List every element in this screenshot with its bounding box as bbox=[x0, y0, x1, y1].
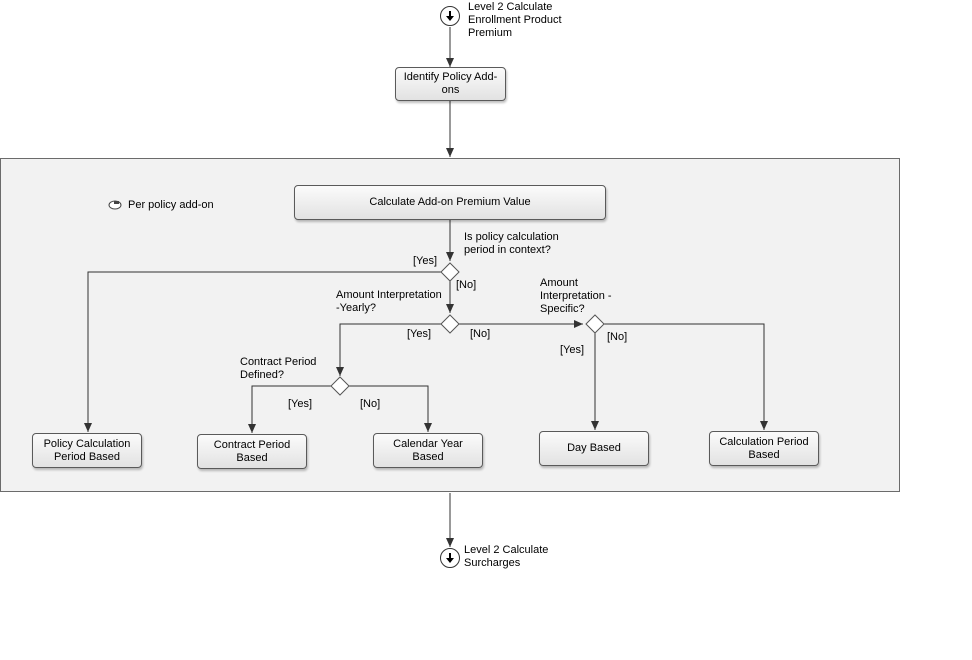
node-calendar-year[interactable]: Calendar Year Based bbox=[373, 433, 483, 468]
decision-yearly-label: Amount Interpretation -Yearly? bbox=[336, 289, 442, 314]
branch-no-yearly: [No] bbox=[470, 328, 491, 340]
end-terminal-icon bbox=[440, 548, 460, 568]
node-policy-calc-period[interactable]: Policy Calculation Period Based bbox=[32, 433, 142, 468]
end-label: Level 2 Calculate Surcharges bbox=[464, 544, 549, 569]
decision-specific bbox=[585, 314, 605, 334]
branch-yes-in-context: [Yes] bbox=[413, 255, 438, 267]
node-calc-addon-value[interactable]: Calculate Add-on Premium Value bbox=[294, 185, 606, 220]
node-day-based[interactable]: Day Based bbox=[539, 431, 649, 466]
edge-d4-yes bbox=[248, 385, 331, 433]
branch-yes-yearly: [Yes] bbox=[407, 328, 432, 340]
edge-d3-no bbox=[604, 323, 768, 430]
edge-d2-yes bbox=[336, 323, 441, 376]
loop-label: Per policy add-on bbox=[128, 199, 214, 211]
edge-d1-yes bbox=[84, 271, 441, 432]
start-label: Level 2 Calculate Enrollment Product Pre… bbox=[468, 1, 562, 39]
node-contract-period[interactable]: Contract Period Based bbox=[197, 434, 307, 469]
decision-contract-defined-label: Contract Period Defined? bbox=[240, 356, 317, 381]
node-calc-period[interactable]: Calculation Period Based bbox=[709, 431, 819, 466]
edge-d4-no bbox=[349, 385, 432, 432]
branch-no-specific: [No] bbox=[607, 331, 628, 343]
loop-icon bbox=[108, 200, 122, 210]
decision-yearly bbox=[440, 314, 460, 334]
node-identify-addons[interactable]: Identify Policy Add- ons bbox=[395, 67, 506, 101]
branch-yes-contract: [Yes] bbox=[288, 398, 313, 410]
start-terminal-icon bbox=[440, 6, 460, 26]
branch-no-contract: [No] bbox=[360, 398, 381, 410]
decision-specific-label: Amount Interpretation - Specific? bbox=[540, 277, 612, 315]
decision-contract-defined bbox=[330, 376, 350, 396]
decision-in-context bbox=[440, 262, 460, 282]
branch-no-in-context: [No] bbox=[456, 279, 477, 291]
decision-in-context-label: Is policy calculation period in context? bbox=[464, 231, 559, 256]
branch-yes-specific: [Yes] bbox=[560, 344, 585, 356]
